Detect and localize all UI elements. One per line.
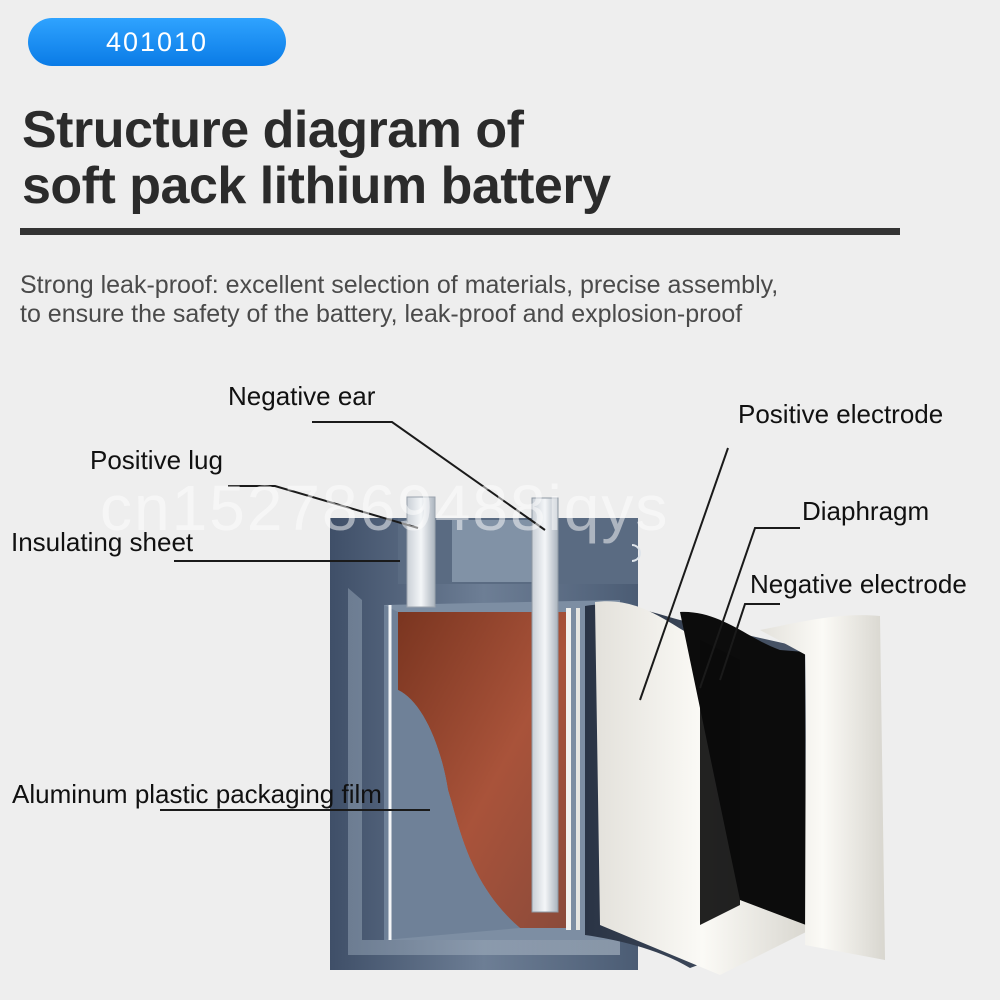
negative-ear-tab xyxy=(531,497,559,913)
label-negative-electrode: Negative electrode xyxy=(750,569,967,599)
separator-strip-1 xyxy=(566,608,571,930)
leader-positive-lug xyxy=(228,485,419,529)
leader-diaphragm xyxy=(699,527,800,689)
casing-top-window xyxy=(452,520,536,582)
label-diaphragm: Diaphragm xyxy=(802,496,929,526)
label-positive-electrode: Positive electrode xyxy=(738,399,943,429)
leader-negative-ear xyxy=(312,421,546,531)
casing-notch xyxy=(631,544,641,562)
dark-edge xyxy=(700,640,740,925)
model-badge: 401010 xyxy=(28,18,286,66)
positive-lug-tab xyxy=(406,496,436,608)
leader-positive-electrode xyxy=(639,447,729,701)
outer-separator-sheet xyxy=(760,615,885,960)
label-positive-lug: Positive lug xyxy=(90,445,223,475)
description-text: Strong leak-proof: excellent selection o… xyxy=(20,271,779,328)
leader-lines xyxy=(160,421,800,811)
title-divider xyxy=(20,228,900,235)
label-negative-ear: Negative ear xyxy=(228,381,376,411)
page-title: Structure diagram of soft pack lithium b… xyxy=(22,102,611,214)
label-aluminum-film: Aluminum plastic packaging film xyxy=(12,779,382,809)
label-insulating-sheet: Insulating sheet xyxy=(11,527,194,557)
separator-strip-2 xyxy=(576,608,580,930)
title-line-1: Structure diagram of xyxy=(22,101,524,159)
leader-negative-electrode xyxy=(719,603,780,681)
title-line-2: soft pack lithium battery xyxy=(22,157,611,215)
watermark-text: cn1527869488iqys xyxy=(100,472,669,544)
film-wrap-curve xyxy=(384,605,520,940)
electrode-layers xyxy=(585,601,885,975)
positive-electrode-material xyxy=(398,612,568,928)
